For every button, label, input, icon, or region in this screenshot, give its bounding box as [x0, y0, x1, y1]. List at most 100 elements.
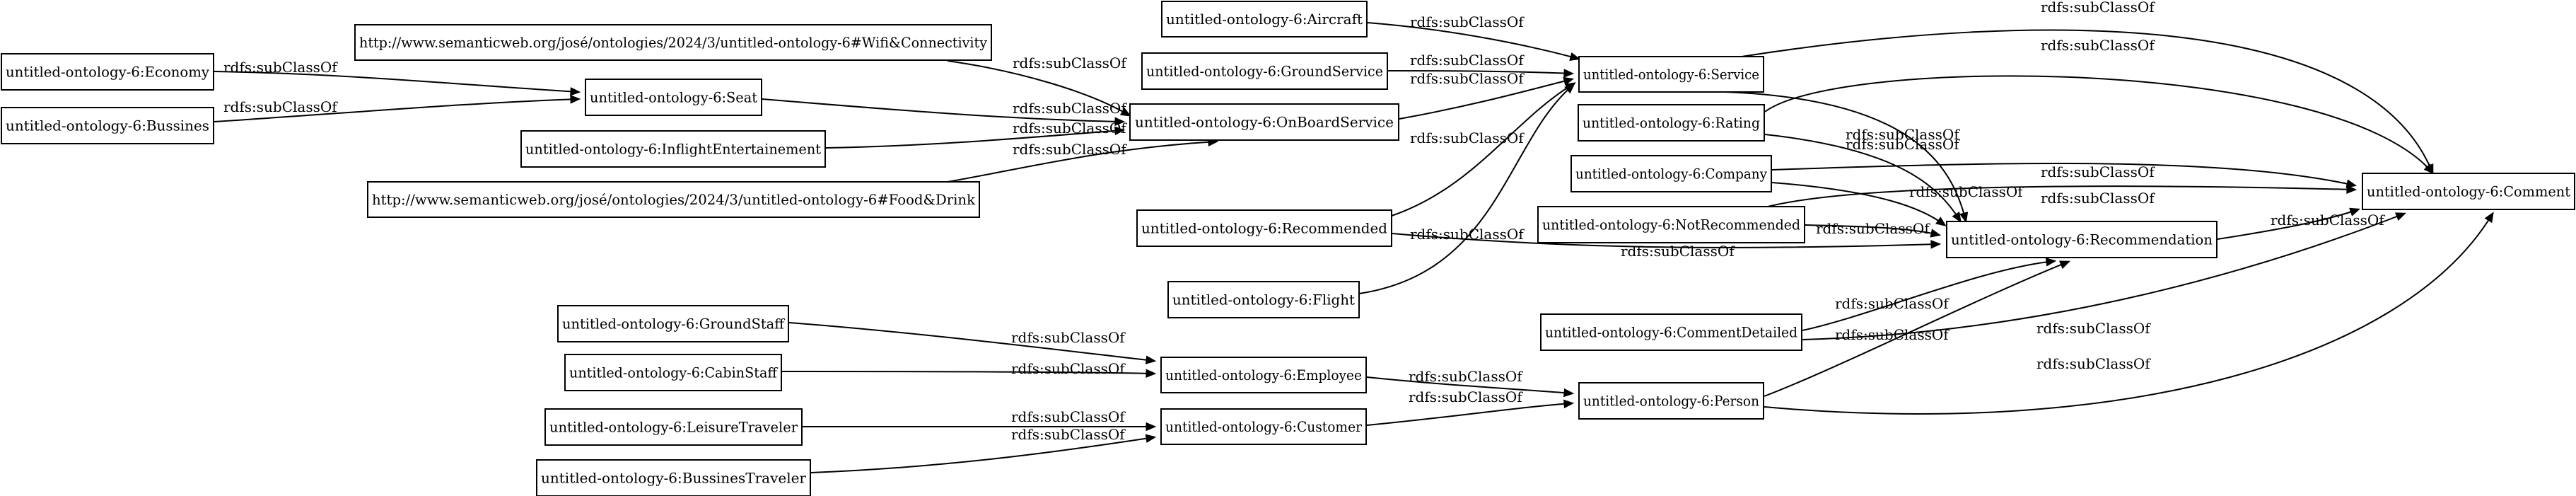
arrowhead	[1959, 212, 1969, 224]
edge-label: rdfs:subClassOf	[2041, 0, 2155, 16]
edge-employee-to-person: rdfs:subClassOf	[1366, 368, 1575, 398]
edge-label: rdfs:subClassOf	[1013, 54, 1127, 71]
node-label: untitled-ontology-6:BussinesTraveler	[541, 470, 806, 487]
edge-rating-to-comment: rdfs:subClassOf	[1764, 37, 2435, 175]
node-cabinstaff: untitled-ontology-6:CabinStaff	[564, 354, 782, 391]
edge-line	[1764, 134, 1961, 221]
arrowhead	[2045, 258, 2057, 267]
node-box	[1537, 206, 1805, 243]
edge-label: rdfs:subClassOf	[1011, 408, 1126, 425]
node-box	[1, 53, 214, 91]
edge-line	[1764, 75, 2433, 173]
edge-label: rdfs:subClassOf	[1909, 183, 2024, 200]
node-box	[1578, 104, 1765, 142]
node-wifi: http://www.semanticweb.org/josé/ontologi…	[354, 24, 992, 61]
node-box	[1141, 52, 1388, 90]
node-comment: untitled-ontology-6:Comment	[2362, 173, 2575, 210]
edge-line	[214, 98, 579, 122]
node-box	[1160, 408, 1367, 445]
edge-line	[810, 437, 1155, 473]
arrowhead	[2423, 163, 2435, 175]
node-box	[544, 408, 803, 446]
edge-line	[781, 371, 1155, 374]
edge-cabinstaff-to-employee: rdfs:subClassOf	[781, 360, 1157, 379]
node-rating: untitled-ontology-6:Rating	[1578, 104, 1765, 142]
node-box	[1160, 357, 1367, 393]
node-label: untitled-ontology-6:GroundStaff	[562, 316, 786, 333]
edge-businesstraveler-to-customer: rdfs:subClassOf	[810, 426, 1157, 473]
node-box	[1129, 103, 1399, 141]
edge-label: rdfs:subClassOf	[1410, 129, 1525, 146]
edge-label: rdfs:subClassOf	[1846, 136, 1960, 153]
arrowhead	[1119, 107, 1131, 117]
edge-label: rdfs:subClassOf	[1409, 368, 1523, 385]
node-box	[585, 79, 762, 116]
arrowhead	[1563, 76, 1575, 86]
edge-service-to-recommendation: rdfs:subClassOf	[1725, 91, 1969, 224]
arrowhead	[1146, 369, 1157, 379]
node-label: untitled-ontology-6:Recommended	[1141, 220, 1387, 237]
node-aircraft: untitled-ontology-6:Aircraft	[1161, 1, 1368, 38]
node-box	[1578, 382, 1764, 420]
edge-seat-to-onboard: rdfs:subClassOf	[762, 98, 1127, 127]
node-box	[557, 305, 789, 342]
arrowhead	[1930, 229, 1942, 238]
arrowhead	[1114, 126, 1126, 136]
arrowhead	[2484, 212, 2494, 224]
edge-economy-to-seat: rdfs:subClassOf	[214, 59, 581, 96]
node-label: untitled-ontology-6:Economy	[6, 64, 210, 81]
edge-leisure-to-customer: rdfs:subClassOf	[803, 408, 1157, 432]
edge-label: rdfs:subClassOf	[2036, 320, 2151, 337]
node-recommended: untitled-ontology-6:Recommended	[1136, 209, 1392, 247]
node-businesstraveler: untitled-ontology-6:BussinesTraveler	[536, 459, 811, 496]
arrowhead	[1145, 355, 1157, 364]
edge-groundstaff-to-employee: rdfs:subClassOf	[788, 322, 1157, 364]
node-label: untitled-ontology-6:InflightEntertaineme…	[525, 141, 821, 158]
node-onboard: untitled-ontology-6:OnBoardService	[1129, 103, 1399, 141]
node-box	[1161, 1, 1368, 38]
edge-line	[1358, 84, 1574, 294]
edge-line	[762, 98, 1124, 122]
node-label: untitled-ontology-6:LeisureTraveler	[549, 419, 798, 436]
arrowhead	[2346, 185, 2358, 194]
node-company: untitled-ontology-6:Company	[1570, 155, 1772, 192]
edge-label: rdfs:subClassOf	[1621, 243, 1735, 260]
edge-line	[825, 129, 1124, 149]
node-label: untitled-ontology-6:CabinStaff	[569, 364, 779, 381]
node-box	[1578, 56, 1764, 93]
node-box	[1, 107, 214, 144]
edge-label: rdfs:subClassOf	[1011, 360, 1126, 377]
arrowhead	[2058, 260, 2071, 270]
edge-label: rdfs:subClassOf	[1011, 426, 1126, 443]
edge-line	[214, 71, 579, 93]
arrowhead	[2395, 212, 2407, 221]
node-label: untitled-ontology-6:CommentDetailed	[1545, 324, 1797, 341]
edge-line	[1764, 261, 2069, 397]
edge-line	[1764, 213, 2493, 415]
edge-line	[1725, 91, 1966, 221]
node-label: untitled-ontology-6:Service	[1583, 66, 1759, 83]
node-groundservice: untitled-ontology-6:GroundService	[1141, 52, 1388, 90]
edge-line	[1767, 185, 2355, 207]
arrowhead	[570, 87, 581, 96]
node-label: untitled-ontology-6:Person	[1583, 393, 1759, 410]
arrowhead	[1563, 388, 1575, 398]
edge-line	[1367, 22, 1579, 59]
edge-label: rdfs:subClassOf	[1410, 70, 1525, 87]
edge-label: rdfs:subClassOf	[1410, 13, 1525, 30]
node-leisure: untitled-ontology-6:LeisureTraveler	[544, 408, 803, 446]
edge-recommendation-to-comment: rdfs:subClassOf	[2217, 207, 2385, 240]
edges-layer: rdfs:subClassOfrdfs:subClassOfrdfs:subCl…	[214, 0, 2494, 473]
node-label: http://www.semanticweb.org/josé/ontologi…	[372, 191, 976, 208]
node-label: untitled-ontology-6:Company	[1575, 166, 1768, 183]
edge-person-to-recommendation: rdfs:subClassOf	[1764, 260, 2151, 397]
edge-line	[1366, 376, 1573, 394]
node-label: untitled-ontology-6:Flight	[1172, 292, 1355, 308]
arrowhead	[1569, 52, 1581, 62]
edge-inflight-to-onboard: rdfs:subClassOf	[825, 120, 1127, 149]
node-label: untitled-ontology-6:OnBoardService	[1135, 114, 1394, 131]
node-box	[1570, 155, 1772, 192]
edge-notrecommended-to-recommendation: rdfs:subClassOf	[1805, 220, 1942, 238]
node-commentdetailed: untitled-ontology-6:CommentDetailed	[1540, 313, 1802, 351]
